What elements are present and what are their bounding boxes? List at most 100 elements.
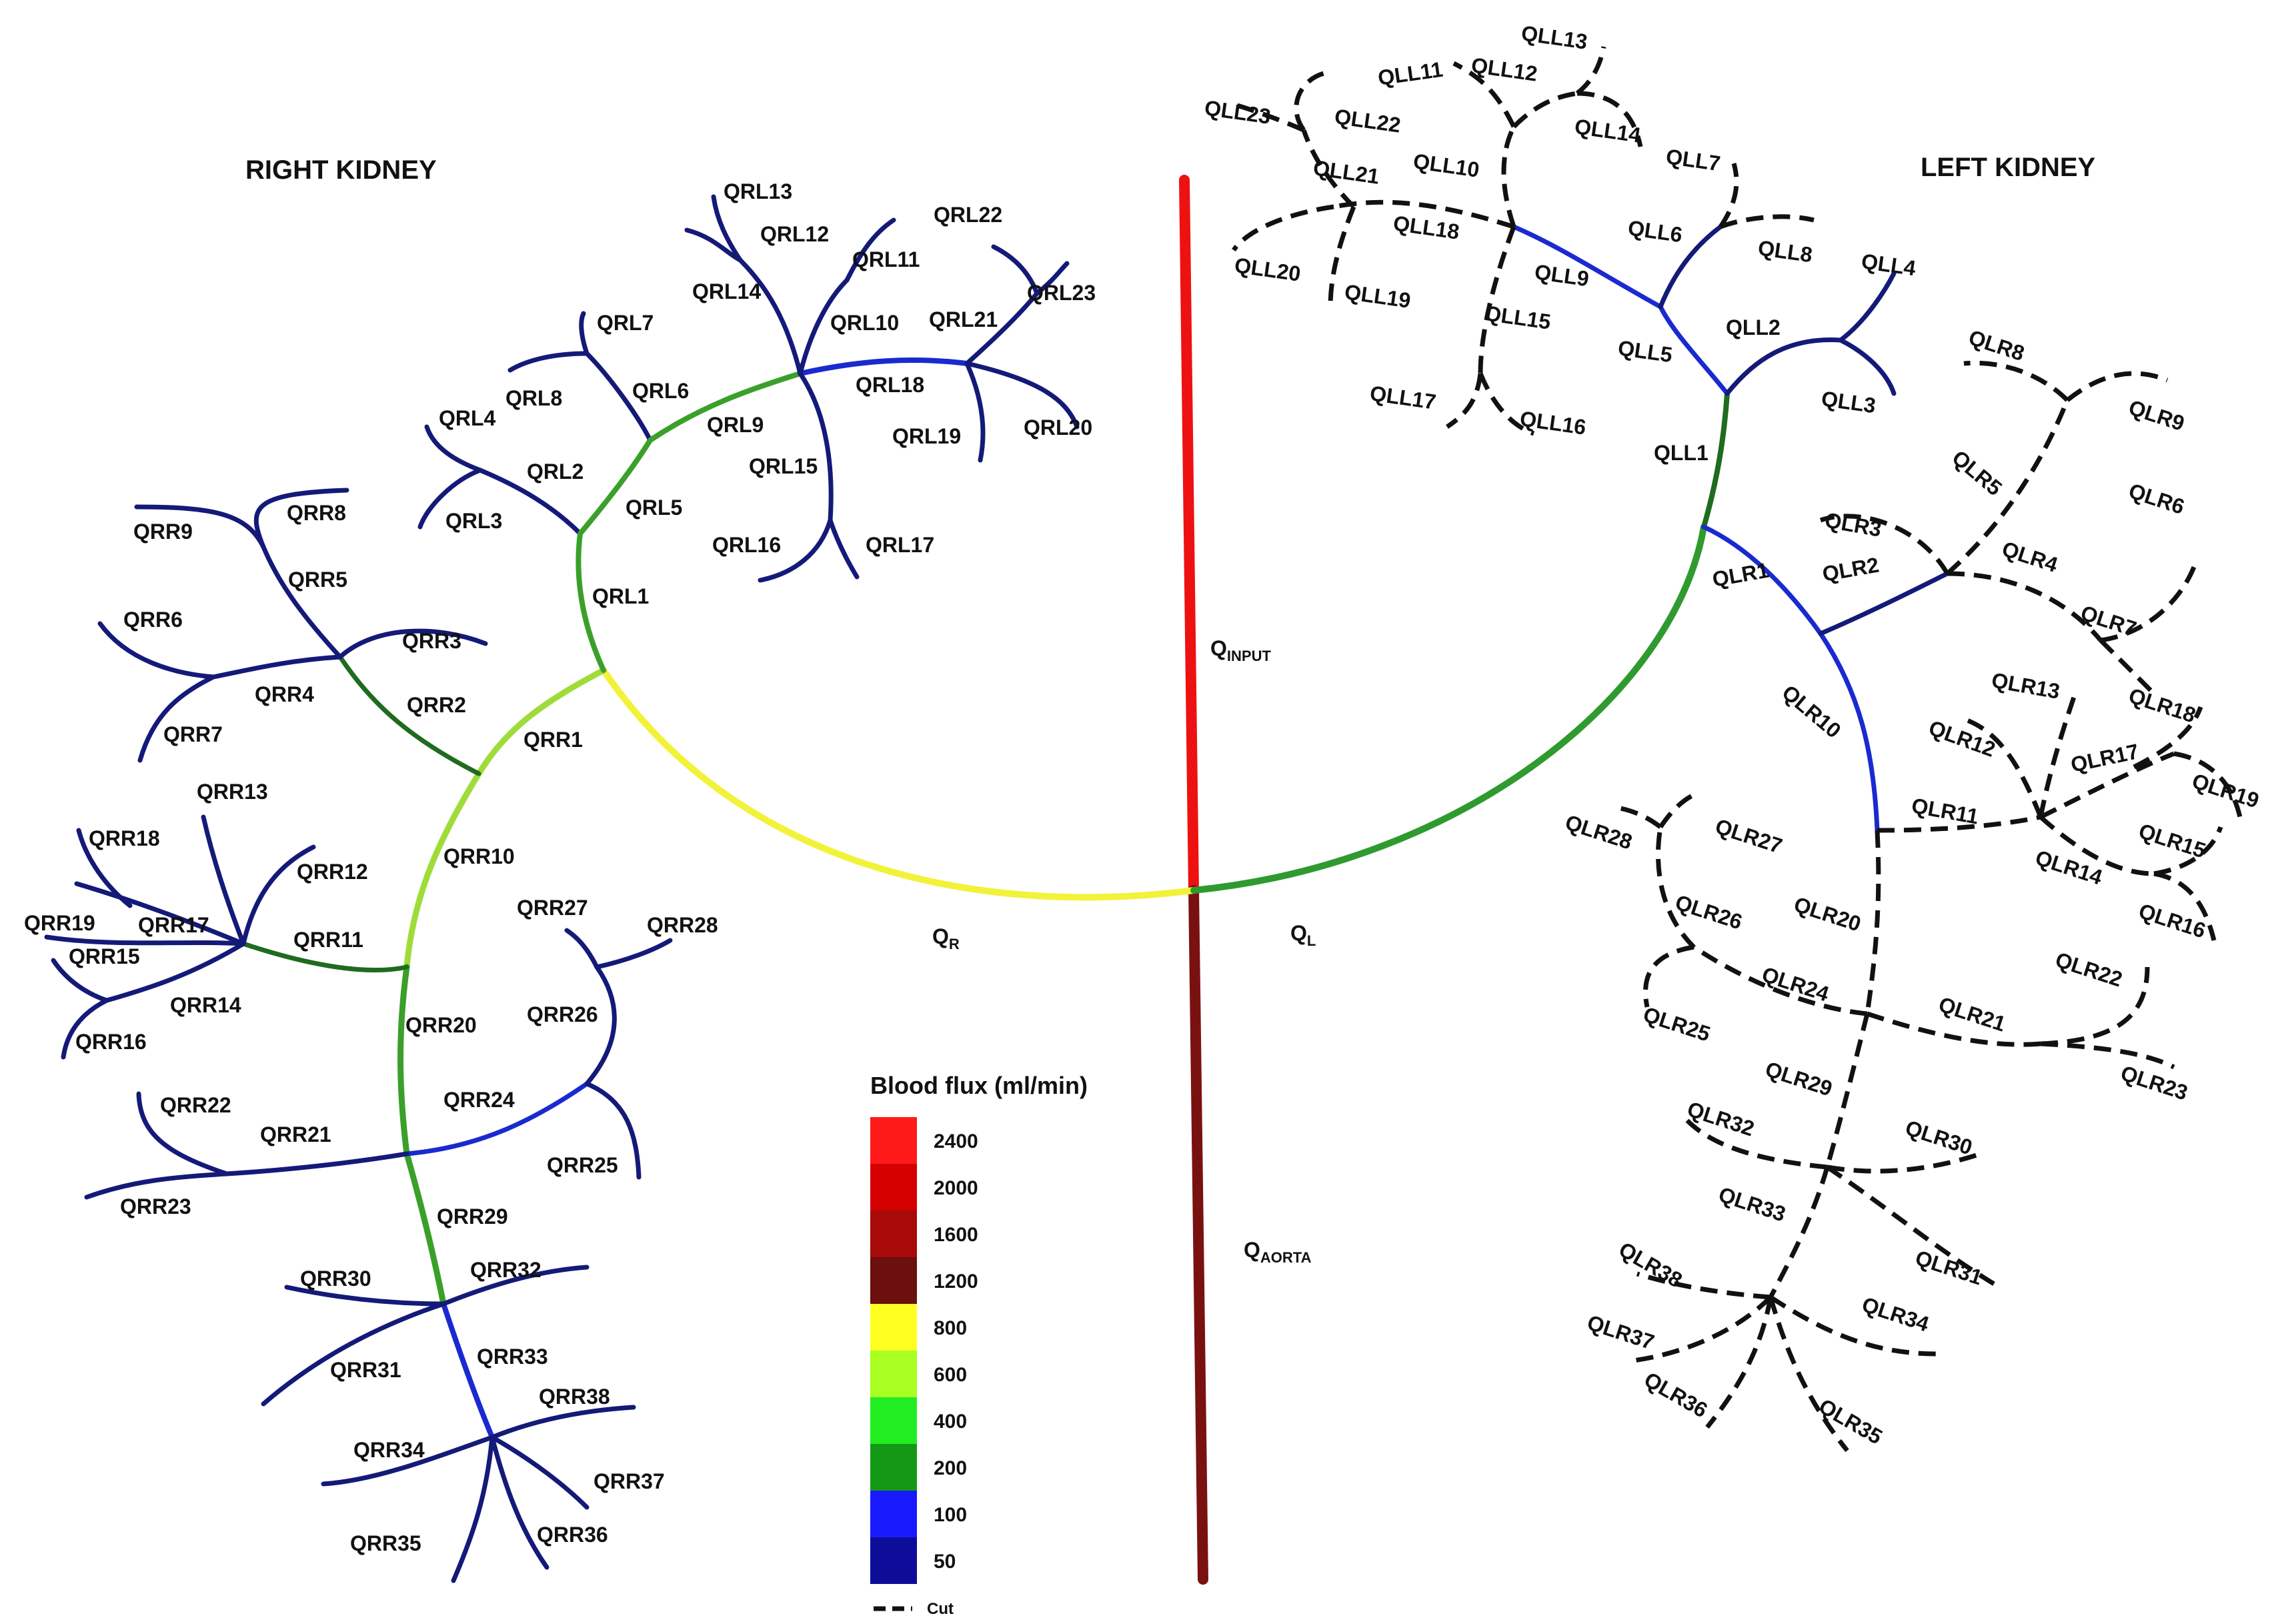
label-qrr10: QRR10 (443, 844, 515, 868)
label-qrr19: QRR19 (24, 911, 95, 935)
vessel-qlr17 (2039, 751, 2175, 820)
vessel-qrl20 (964, 361, 1080, 430)
legend-label-1600: 1600 (934, 1224, 978, 1246)
vessel-qll7 (1719, 163, 1739, 228)
vessel-qrr22 (136, 1091, 229, 1176)
label-qrr27: QRR27 (517, 896, 588, 920)
vessel-qrr34 (321, 1435, 495, 1487)
label-qrr21: QRR21 (260, 1122, 331, 1146)
label-qrl15: QRL15 (749, 454, 818, 478)
vessel-qll14 (1576, 91, 1643, 147)
left-kidney-vessel-tree (1511, 224, 1950, 833)
label-qrr24: QRR24 (443, 1088, 515, 1112)
vessel-qrr29 (403, 1150, 447, 1307)
label-qrl1: QRL1 (592, 584, 649, 608)
vessel-qlr13 (2038, 696, 2077, 818)
vessel-qrr38 (489, 1405, 636, 1440)
label-qrr32: QRR32 (470, 1258, 541, 1282)
vessel-qll22 (1294, 71, 1325, 132)
label-qrr8: QRR8 (287, 501, 346, 525)
vessel-qrl4 (424, 424, 483, 473)
label-qrr22: QRR22 (160, 1093, 231, 1117)
vessel-qrr33 (441, 1301, 495, 1440)
label-qrl5: QRL5 (626, 496, 682, 520)
label-qrl14: QRL14 (692, 279, 761, 303)
label-qrr14: QRR14 (170, 993, 241, 1017)
legend-swatch-600 (870, 1351, 917, 1397)
vessel-qlr2 (1818, 571, 1950, 636)
label-qrl3: QRL3 (445, 509, 502, 533)
label-qrl20: QRL20 (1024, 416, 1092, 440)
vessel-qlr35 (1768, 1297, 1849, 1453)
vessel-qrl9 (648, 371, 803, 443)
label-qrr6: QRR6 (123, 608, 183, 632)
label-qrr13: QRR13 (197, 780, 268, 804)
main-vessels (600, 175, 1707, 1585)
vessel-qlr5 (1945, 399, 2070, 576)
label-qrr7: QRR7 (163, 722, 223, 746)
vessel-qlr37 (1633, 1295, 1773, 1363)
label-qrr9: QRR9 (133, 520, 193, 544)
label-qrl11: QRL11 (852, 247, 920, 271)
vessel-qrr10 (403, 770, 482, 970)
legend-swatch-2000 (870, 1164, 917, 1210)
label-qrl17: QRL17 (866, 533, 934, 557)
vessel-qlr18 (2133, 706, 2203, 770)
vessel-qrr9 (134, 504, 266, 550)
vessel-qlr14 (2039, 815, 2155, 876)
vessel-qrr2 (337, 654, 481, 776)
vessel-qll2 (1725, 337, 1843, 396)
vessel-qlr23 (2040, 1041, 2175, 1070)
vessel-qll3 (1838, 337, 1897, 396)
vessel-qlr16 (2153, 871, 2217, 941)
vessel-qrl10 (798, 277, 850, 376)
label-qrr33: QRR33 (477, 1345, 548, 1369)
vessel-qll1 (1701, 391, 1730, 530)
vessel-qrr35 (451, 1435, 495, 1583)
label-qrr3: QRR3 (402, 629, 461, 653)
legend-swatch-50 (870, 1537, 917, 1584)
label-qrl13: QRL13 (724, 179, 792, 203)
vessel-qrl8 (507, 351, 590, 373)
vessel-qlr31 (1826, 1165, 1995, 1286)
right-kidney-vessel-tree (44, 194, 1080, 1583)
vessel-qrr36 (489, 1435, 549, 1570)
vessel-qlr25 (1643, 944, 1694, 1008)
vessel-qrr6 (97, 621, 216, 680)
right-kidney-title: RIGHT KIDNEY (245, 155, 437, 185)
vessel-qlr11 (1877, 814, 2041, 833)
vessel-qlr19 (2173, 751, 2243, 821)
label-qrr2: QRR2 (407, 693, 466, 717)
vessel-qlr29 (1825, 1013, 1870, 1168)
label-qrl6: QRL6 (632, 379, 689, 403)
label-qrl19: QRL19 (892, 424, 961, 448)
vessel-qll8 (1719, 214, 1815, 229)
legend-swatch-400 (870, 1397, 917, 1444)
vessel-qlr24 (1692, 945, 1868, 1016)
vessel-qlr15 (2153, 826, 2223, 876)
label-qrl21: QRL21 (929, 307, 998, 331)
vessel-qll5 (1658, 304, 1730, 396)
legend-label-600: 600 (934, 1364, 967, 1386)
vessel-qrr1 (475, 667, 607, 777)
legend-label-200: 200 (934, 1457, 967, 1479)
vessel-qll6 (1658, 224, 1723, 309)
vessel-qlr30 (1827, 1151, 1982, 1174)
left-kidney-title: LEFT KIDNEY (1921, 153, 2096, 182)
label-qrr36: QRR36 (537, 1523, 608, 1547)
label-qrr15: QRR15 (69, 944, 140, 968)
label-qrr31: QRR31 (330, 1358, 401, 1382)
vessel-qrl15 (798, 371, 834, 523)
vessel-qll4 (1838, 271, 1897, 343)
input-vessel (1179, 175, 1199, 896)
vessel-qrl17 (828, 518, 860, 580)
q-input-label: QINPUT (1210, 636, 1271, 664)
vessel-qrl6 (584, 351, 653, 443)
label-qrr5: QRR5 (288, 568, 347, 592)
label-qrr11: QRR11 (293, 928, 363, 952)
vessel-qrr7 (137, 674, 216, 763)
q-left-label: QL (1290, 921, 1316, 949)
label-qrl2: QRL2 (527, 460, 584, 484)
right-kidney-labels: QRR1 QRR2 QRR3 QRR4 QRR5 QRR6 QRR7 QRR8 … (24, 179, 1096, 1555)
legend-label-100: 100 (934, 1504, 967, 1526)
